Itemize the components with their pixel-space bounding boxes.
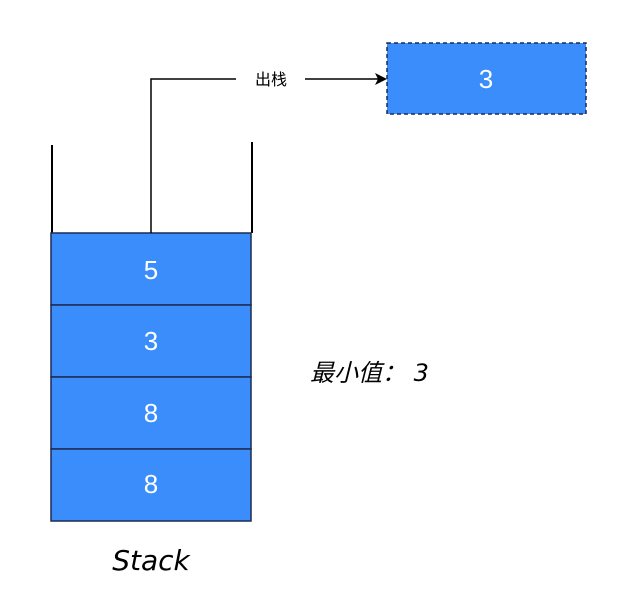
- stack-cell-value: 8: [144, 398, 158, 428]
- stack-cell-value: 8: [144, 469, 158, 499]
- popped-element-value: 3: [479, 64, 493, 94]
- pop-arrow-label: 出栈: [255, 70, 287, 89]
- stack-caption: Stack: [112, 544, 191, 577]
- popped-element: 3: [386, 42, 587, 115]
- stack-cell-box: [50, 376, 252, 450]
- stack-cell-box: [50, 304, 252, 378]
- stack-cell: 3: [50, 304, 252, 378]
- stack-cell: 8: [50, 448, 252, 522]
- stack-cell: 8: [50, 376, 252, 450]
- popped-element-box: [386, 42, 587, 115]
- pop-arrow: [150, 79, 385, 233]
- stack-cell-box: [50, 448, 252, 522]
- stack-cell: 5: [50, 232, 252, 306]
- min-value-label: 最小值： 3: [310, 359, 429, 387]
- stack-cell-value: 3: [144, 326, 158, 356]
- stack-cell-box: [50, 232, 252, 306]
- stack-cell-value: 5: [144, 255, 158, 285]
